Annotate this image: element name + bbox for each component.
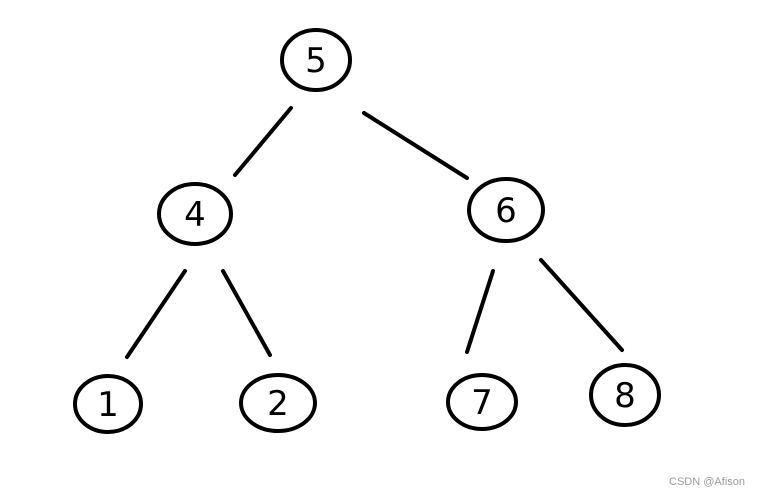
node-label: 8 bbox=[614, 376, 636, 416]
node-circle bbox=[239, 373, 317, 433]
node-circle bbox=[589, 363, 661, 427]
edge-n4-n1 bbox=[125, 269, 187, 359]
node-label: 5 bbox=[305, 41, 327, 81]
tree-node-2: 2 bbox=[239, 373, 317, 433]
edge-n6-n7 bbox=[465, 269, 495, 354]
tree-node-5: 5 bbox=[280, 28, 352, 92]
node-circle bbox=[280, 28, 352, 92]
edge-n5-n6 bbox=[362, 111, 469, 180]
edges-layer bbox=[125, 106, 624, 359]
tree-node-4: 4 bbox=[157, 182, 233, 246]
tree-node-8: 8 bbox=[589, 363, 661, 427]
nodes-layer: 5 4 6 1 2 7 8 bbox=[73, 28, 661, 434]
node-label: 7 bbox=[471, 383, 493, 423]
tree-node-7: 7 bbox=[446, 373, 518, 431]
node-circle bbox=[467, 177, 545, 243]
node-label: 1 bbox=[97, 385, 119, 425]
node-label: 2 bbox=[267, 384, 289, 424]
tree-node-1: 1 bbox=[73, 374, 143, 434]
edge-n6-n8 bbox=[539, 258, 624, 352]
node-label: 6 bbox=[495, 191, 517, 231]
edge-n4-n2 bbox=[221, 269, 272, 357]
node-circle bbox=[73, 374, 143, 434]
edge-n5-n4 bbox=[233, 106, 293, 177]
node-circle bbox=[157, 182, 233, 246]
watermark: CSDN @Afison bbox=[669, 476, 745, 488]
node-label: 4 bbox=[184, 195, 206, 235]
tree-node-6: 6 bbox=[467, 177, 545, 243]
node-circle bbox=[446, 373, 518, 431]
